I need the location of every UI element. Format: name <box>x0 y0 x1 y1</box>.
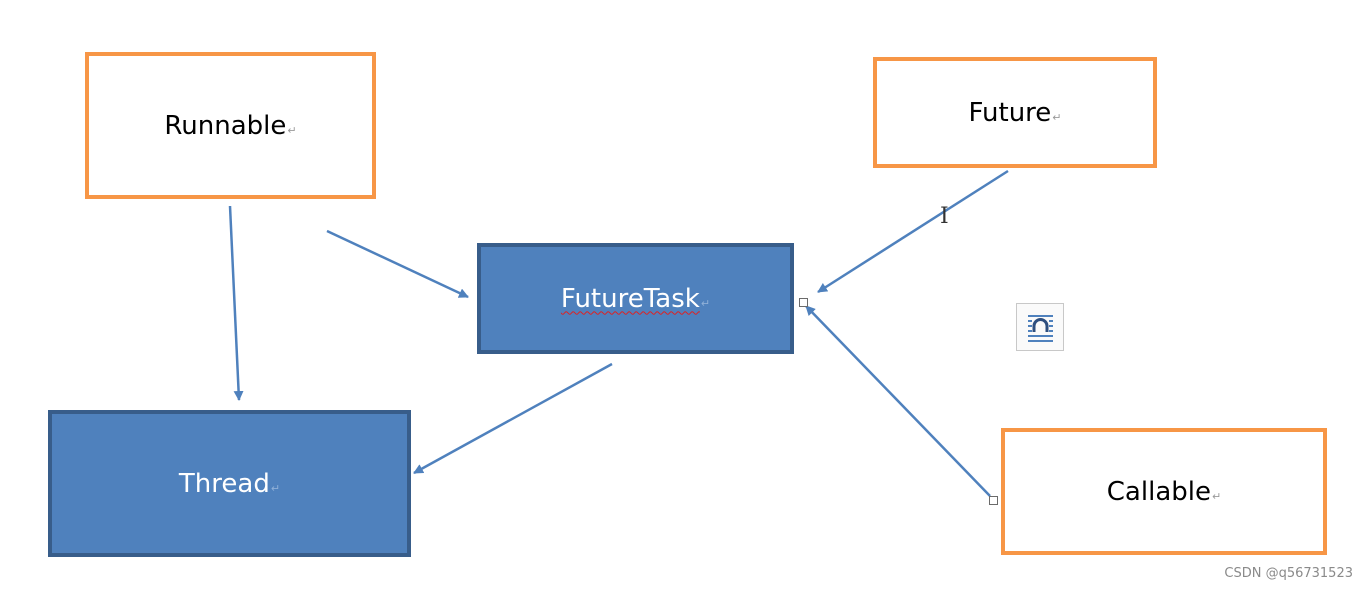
node-future[interactable]: Future↵ <box>873 57 1157 168</box>
paragraph-mark-icon: ↵ <box>1052 111 1062 124</box>
connector-handle[interactable] <box>989 496 998 505</box>
arrow-callable-to-futuretask[interactable] <box>805 305 991 497</box>
node-callable[interactable]: Callable↵ <box>1001 428 1327 555</box>
node-futuretask[interactable]: FutureTask↵ <box>477 243 794 354</box>
node-thread-label: Thread <box>178 468 270 499</box>
node-futuretask-label: FutureTask <box>560 283 700 314</box>
arrow-runnable-to-futuretask[interactable] <box>326 229 469 299</box>
paragraph-mark-icon: ↵ <box>270 482 281 495</box>
arrow-future-to-futuretask[interactable] <box>817 169 1009 294</box>
paragraph-mark-icon: ↵ <box>287 124 297 137</box>
watermark: CSDN @q56731523 <box>1224 566 1353 581</box>
node-runnable-label: Runnable <box>164 110 287 141</box>
node-runnable[interactable]: Runnable↵ <box>85 52 376 199</box>
connector-handle[interactable] <box>799 298 808 307</box>
arrow-runnable-to-thread[interactable] <box>228 205 244 401</box>
layout-options-icon[interactable] <box>1016 303 1064 351</box>
paragraph-mark-icon: ↵ <box>1211 490 1222 503</box>
text-cursor-icon: I <box>940 204 949 229</box>
arrow-futuretask-to-thread[interactable] <box>413 362 613 475</box>
layout-options-glyph <box>1028 315 1053 342</box>
paragraph-mark-icon: ↵ <box>700 297 711 310</box>
node-callable-label: Callable <box>1106 476 1211 507</box>
node-thread[interactable]: Thread↵ <box>48 410 411 557</box>
node-future-label: Future <box>968 97 1052 128</box>
